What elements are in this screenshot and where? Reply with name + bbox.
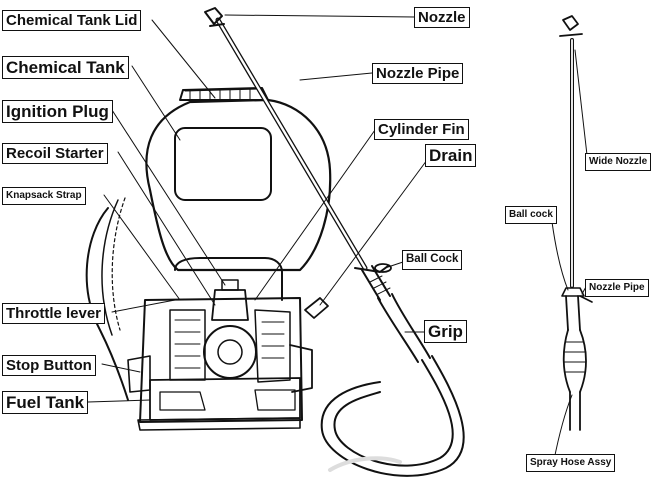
label-chemical-tank: Chemical Tank [2,56,129,79]
label-ball-cock-small: Ball cock [505,206,557,224]
nozzle-head [204,7,223,25]
engine-frame [139,297,303,423]
outlet-fitting [304,297,329,319]
label-grip: Grip [424,320,467,343]
label-drain: Drain [425,144,477,167]
knapsack-padding [101,199,119,336]
knapsack-frame [85,207,129,401]
label-nozzle-pipe-small: Nozzle Pipe [585,279,649,297]
label-fuel-tank: Fuel Tank [2,391,89,414]
label-cylinder-fin: Cylinder Fin [374,119,469,140]
small-grip [562,329,587,393]
label-knapsack-strap: Knapsack Strap [2,187,86,205]
label-wide-nozzle: Wide Nozzle [585,153,652,171]
label-spray-hose-assy: Spray Hose Assy [526,454,616,472]
label-ball-cock: Ball Cock [402,250,463,270]
label-chemical-tank-lid: Chemical Tank Lid [2,10,142,31]
label-stop-button: Stop Button [2,355,96,376]
tank-window [174,127,272,201]
label-recoil-starter: Recoil Starter [2,143,108,164]
label-nozzle: Nozzle [414,7,470,28]
spray-hose [333,359,454,467]
small-hose [569,391,581,431]
label-nozzle-pipe: Nozzle Pipe [372,63,464,84]
chemical-tank-lid [179,87,269,101]
chemical-tank-body [145,98,332,272]
engine-flywheel [203,325,257,379]
label-ignition-plug: Ignition Plug [2,100,113,123]
small-nozzle-head [562,15,579,31]
label-throttle-lever: Throttle lever [2,303,106,324]
grip [361,265,391,301]
fuel-tank [149,377,301,421]
